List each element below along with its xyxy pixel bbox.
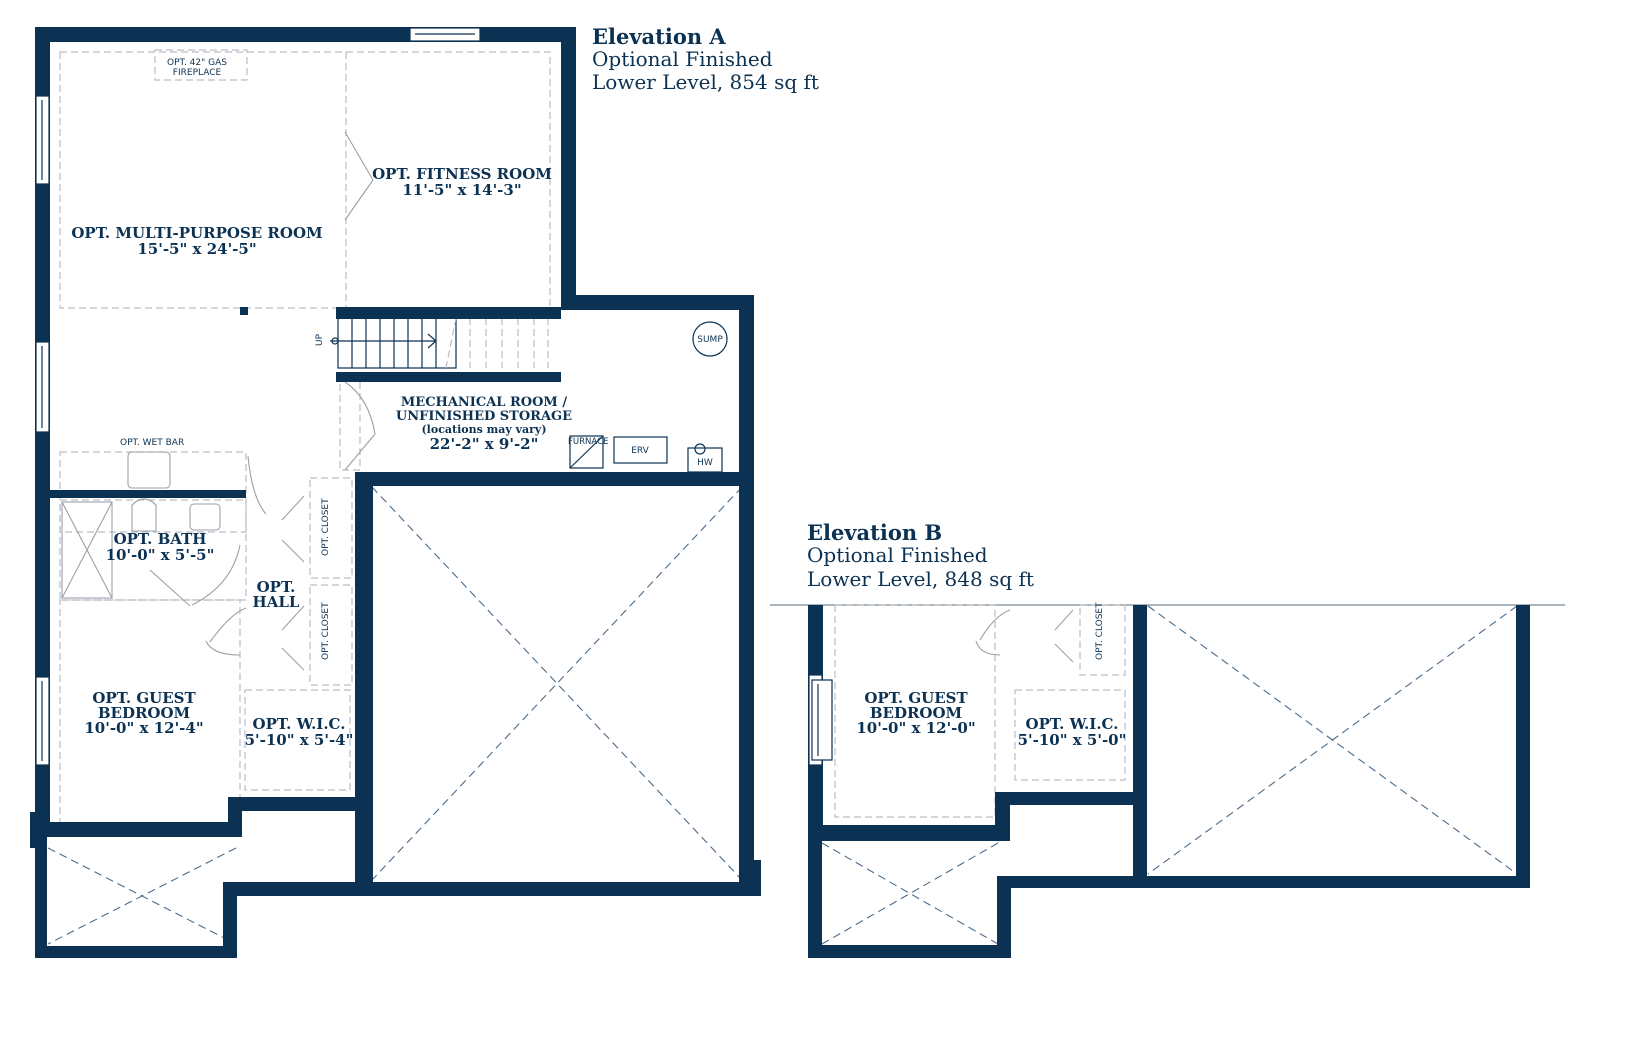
bath-dim: 10'-0" x 5'-5" [106,546,215,564]
elevation-b-area: Lower Level, 848 sq ft [807,567,1034,591]
elevation-a-windows [35,27,481,766]
wet-bar-sink [127,451,171,489]
hall-line1: OPT. [257,578,296,596]
wic-dim: 5'-10" x 5'-4" [245,731,354,749]
elevation-a-subtitle: Optional Finished [592,47,773,71]
elevation-a-title: Elevation A [592,24,726,49]
garage-diagonal [371,486,743,881]
elev-b-porch-diagonal [821,842,999,945]
erv-unit [613,436,668,464]
bath-vanity [189,503,221,531]
wic-name: OPT. W.I.C. [253,715,346,733]
fitness-room-dim: 11'-5" x 14'-3" [402,181,521,199]
wic-outline [244,689,351,791]
fitness-room-name: OPT. FITNESS ROOM [372,165,552,183]
fireplace-label-2: FIREPLACE [173,68,222,78]
elev-b-closet-label: OPT. CLOSET [1095,602,1105,660]
furnace [569,435,604,469]
hall-line2: HALL [253,593,300,611]
upper-rooms-outline [59,51,551,309]
elev-b-guest-bedroom-line2: BEDROOM [870,704,962,722]
elev-b-wic-dim: 5'-10" x 5'-0" [1018,731,1127,749]
guest-bedroom-line1: OPT. GUEST [92,689,196,707]
fireplace-label: OPT. 42" GAS [167,58,227,68]
elev-b-guest-bedroom-dim: 10'-0" x 12'-0" [856,719,975,737]
erv-label: ERV [631,446,649,456]
fireplace-outline [154,49,248,81]
stairs [337,317,457,369]
toilet [131,498,157,532]
elevation-a-area: Lower Level, 854 sq ft [592,70,819,94]
furnace-label: FURNACE [568,437,608,447]
guest-bedroom-dim: 10'-0" x 12'-4" [84,719,203,737]
stairs-up-label: UP [315,333,325,346]
guest-bedroom-line2: BEDROOM [98,704,190,722]
shower [61,501,113,599]
sump-label: SUMP [697,335,723,345]
stair-arrow-icon [427,333,437,349]
elevation-a-plan: OPT. 42" GAS FIREPLACE OPT. FITNESS ROOM… [30,27,761,958]
elevation-b-walls [808,605,1530,958]
multi-purpose-room-name: OPT. MULTI-PURPOSE ROOM [71,224,322,242]
mechanical-room-note: (locations may vary) [421,423,546,436]
mechanical-room-line1: MECHANICAL ROOM / [401,395,567,410]
multi-purpose-room-dim: 15'-5" x 24'-5" [137,240,256,258]
elev-b-wic-outline [1014,689,1126,781]
sump-pit [692,321,728,357]
closet-label-1: OPT. CLOSET [321,498,331,556]
elevation-b-title: Elevation B [807,520,943,545]
closet-label-2: OPT. CLOSET [321,602,331,660]
elevation-b-plan: OPT. CLOSET OPT. GUEST BEDROOM 10'-0" x … [770,602,1565,958]
mechanical-room-dim: 22'-2" x 9'-2" [430,435,539,453]
elevation-b-subtitle: Optional Finished [807,543,988,567]
elev-b-wic-name: OPT. W.I.C. [1026,715,1119,733]
elev-b-guest-bedroom-line1: OPT. GUEST [864,689,968,707]
support-post [240,307,248,315]
mechanical-room-line2: UNFINISHED STORAGE [396,409,572,424]
wet-bar-label: OPT. WET BAR [120,438,184,448]
hw-label: HW [697,458,713,468]
bath-name: OPT. BATH [114,530,207,548]
